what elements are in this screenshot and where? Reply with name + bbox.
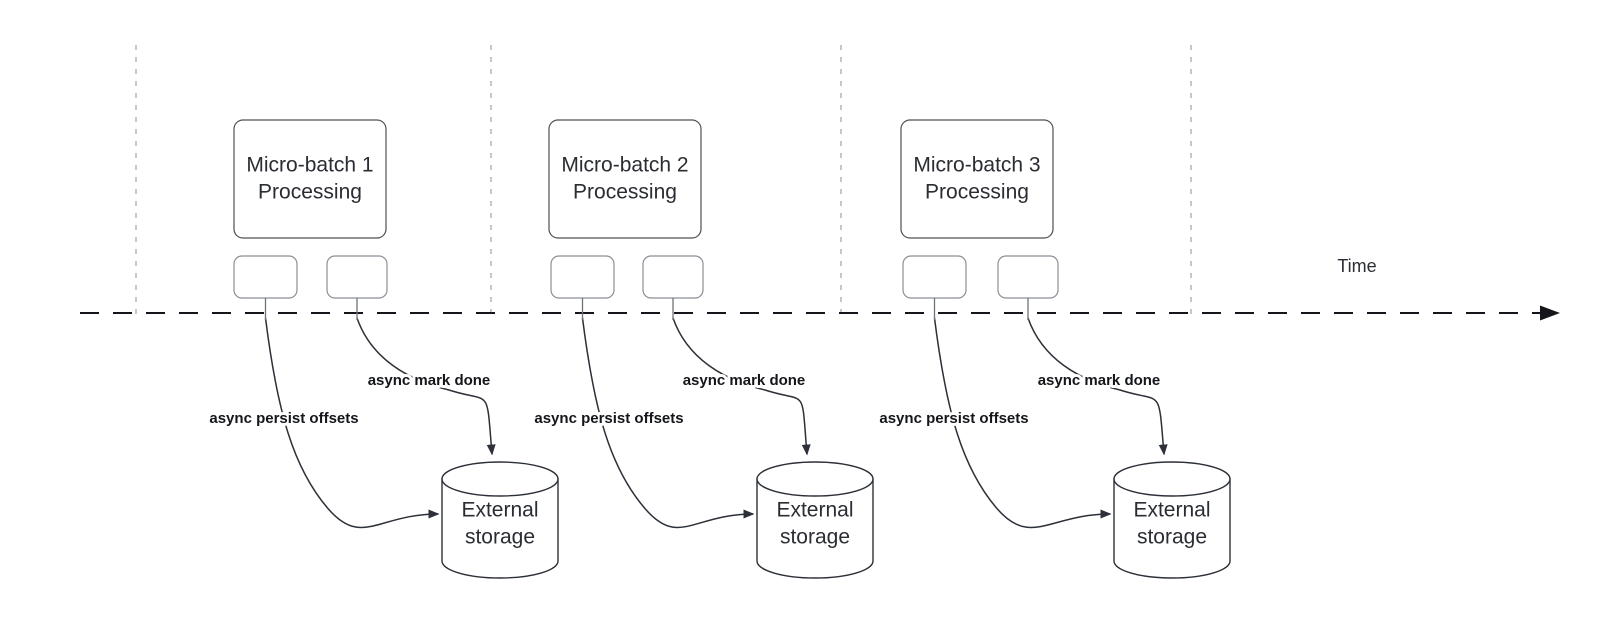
micro-batch-2-title-line1: Micro-batch 2 (561, 154, 688, 177)
mark-done-1-label-halo: async mark done (368, 372, 491, 389)
external-storage-1-cylinder-top (441, 461, 559, 497)
external-storage-2-label-line2: storage (780, 526, 850, 549)
micro-batch-3-box[interactable] (900, 119, 1054, 239)
external-storage-1-label-line1: External (461, 499, 538, 522)
external-storage-3-label-line2: storage (1137, 526, 1207, 549)
mark-done-2-label: async mark done (683, 372, 806, 389)
persist-offsets-task-3-box[interactable] (902, 255, 967, 299)
external-storage-3-cylinder-body[interactable] (1113, 478, 1231, 579)
persist-offsets-1-label-halo: async persist offsets (209, 410, 358, 427)
external-storage-2-cylinder-top (756, 461, 874, 497)
persist-offsets-2-label: async persist offsets (534, 410, 683, 427)
mark-done-2-arrow (672, 317, 811, 456)
mark-done-task-2-box[interactable] (642, 255, 704, 299)
persist-offsets-3-label: async persist offsets (879, 410, 1028, 427)
micro-batch-1-box[interactable] (233, 119, 387, 239)
flow-edges-group (264, 317, 1168, 529)
mark-done-task-1-box[interactable] (326, 255, 388, 299)
micro-batch-1-title-line2: Processing (258, 181, 362, 204)
external-storage-2-cylinder-body[interactable] (756, 478, 874, 579)
edge-labels-group: async persist offsets async persist offse… (206, 369, 1163, 430)
external-storage-3-cylinder-top (1113, 461, 1231, 497)
mark-done-1-arrow (356, 317, 496, 456)
mark-done-2-label-halo: async mark done (683, 372, 806, 389)
persist-offsets-3-label-halo: async persist offsets (879, 410, 1028, 427)
mark-done-1-label: async mark done (368, 372, 491, 389)
mark-done-3-arrow (1027, 317, 1168, 456)
persist-offsets-2-label-halo: async persist offsets (534, 410, 683, 427)
persist-offsets-task-1-box[interactable] (233, 255, 298, 299)
persist-offsets-task-2-box[interactable] (550, 255, 615, 299)
timeline-arrowhead-icon (1540, 305, 1560, 321)
time-axis-label: Time (1337, 256, 1376, 276)
micro-batch-3-title-line1: Micro-batch 3 (913, 154, 1040, 177)
timeline-axis-group: Time (80, 256, 1560, 321)
micro-batch-3-title-line2: Processing (925, 181, 1029, 204)
external-storage-3-label-line1: External (1133, 499, 1210, 522)
external-storage-1-label-line2: storage (465, 526, 535, 549)
mark-done-3-label: async mark done (1038, 372, 1161, 389)
mark-done-task-3-box[interactable] (997, 255, 1059, 299)
mark-done-3-label-halo: async mark done (1038, 372, 1161, 389)
micro-batch-2-title-line2: Processing (573, 181, 677, 204)
micro-batch-1-title-line1: Micro-batch 1 (246, 154, 373, 177)
external-storage-1-cylinder-body[interactable] (441, 478, 559, 579)
external-storage-2-label-line1: External (776, 499, 853, 522)
persist-offsets-1-label: async persist offsets (209, 410, 358, 427)
persist-offsets-1-arrow (264, 317, 440, 529)
micro-batch-2-box[interactable] (548, 119, 702, 239)
timeline-tick-group (135, 45, 1192, 318)
persist-offsets-3-arrow (933, 317, 1112, 529)
persist-offsets-2-arrow (581, 317, 755, 529)
